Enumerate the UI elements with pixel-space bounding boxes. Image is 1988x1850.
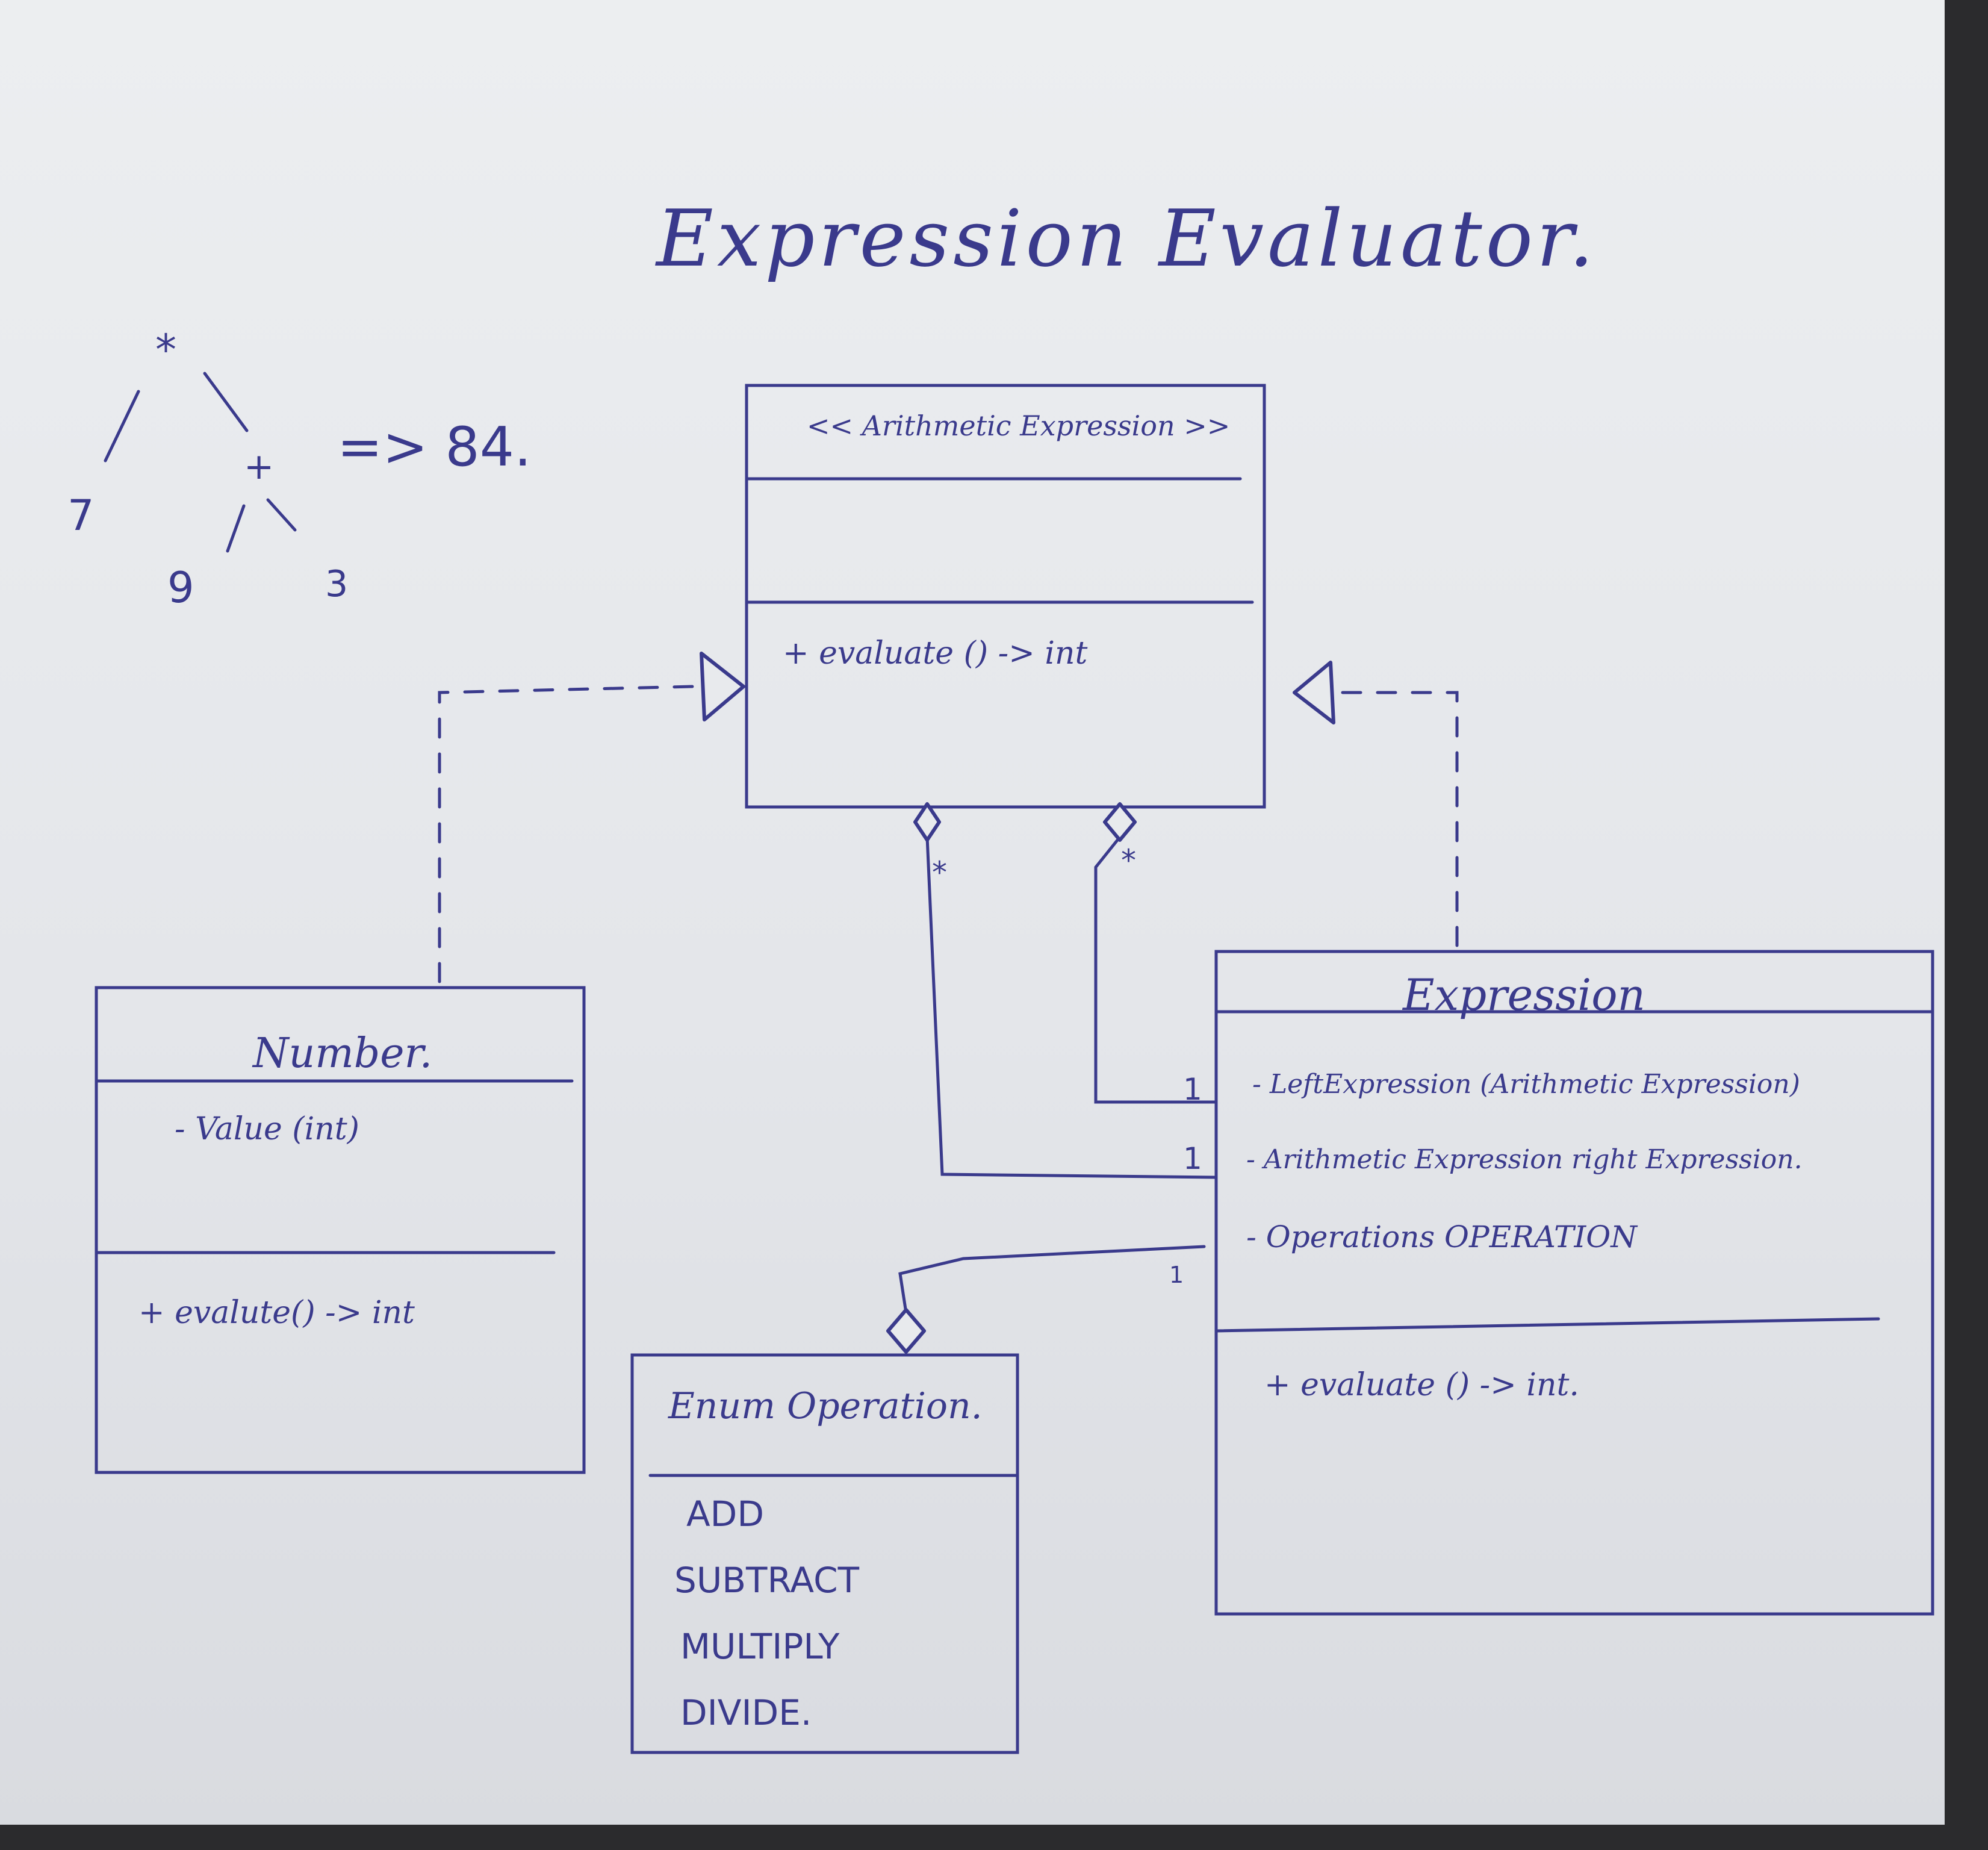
operation-value-divide: DIVIDE. <box>680 1692 812 1733</box>
realization-expression <box>1293 691 1459 947</box>
expression-attribute-left: - LeftExpression (Arithmetic Expression) <box>1252 1069 1800 1100</box>
arithmetic-expression-method: + evaluate () -> int <box>783 635 1088 671</box>
multiplicity-right-star: * <box>1121 843 1136 878</box>
tree-edge-root-right <box>203 372 249 432</box>
operation-box <box>630 1353 1019 1754</box>
number-method: + evalute() -> int <box>138 1295 415 1331</box>
operation-value-multiply: MULTIPLY <box>680 1626 840 1667</box>
aggregation-left-line <box>925 835 1218 1179</box>
tree-leaf-9: 9 <box>167 563 194 612</box>
expression-box <box>1214 950 1934 1616</box>
aggregation-diamond-left <box>913 802 941 842</box>
number-box <box>95 986 586 1474</box>
operation-name: Enum Operation. <box>668 1385 983 1427</box>
aggregation-operation-line <box>898 1245 1206 1315</box>
arithmetic-expression-name: << Arithmetic Expression >> <box>807 410 1231 442</box>
operation-value-add: ADD <box>686 1493 764 1534</box>
multiplicity-left-star: * <box>932 855 947 890</box>
tree-left-7: 7 <box>67 491 95 540</box>
tree-result: => 84. <box>337 416 532 479</box>
multiplicity-right-one: 1 <box>1183 1072 1202 1107</box>
tree-edge-root-left <box>104 390 140 462</box>
tree-leaf-3: 3 <box>325 563 349 605</box>
expression-name: Expression <box>1403 970 1645 1020</box>
operation-value-subtract: SUBTRACT <box>674 1560 860 1601</box>
diagram-title: Expression Evaluator. <box>656 193 1598 284</box>
aggregation-diamond-operation <box>886 1308 926 1354</box>
tree-root: * <box>155 325 176 375</box>
aggregation-right-line <box>1094 835 1218 1104</box>
expression-attribute-operation: - Operations OPERATION <box>1246 1219 1638 1254</box>
arithmetic-expression-box <box>745 384 1266 809</box>
tree-edge-plus-right <box>266 498 297 532</box>
expression-attribute-right: - Arithmetic Expression right Expression… <box>1246 1144 1803 1175</box>
multiplicity-left-one: 1 <box>1183 1141 1202 1176</box>
tree-edge-plus-left <box>226 504 246 553</box>
paper <box>0 0 1945 1825</box>
tree-plus: + <box>244 446 275 488</box>
realization-arrow-right <box>1293 661 1335 724</box>
aggregation-diamond-right <box>1103 802 1137 842</box>
expression-divider-2 <box>1214 1317 1880 1333</box>
expression-method: + evaluate () -> int. <box>1264 1367 1579 1403</box>
number-attribute: - Value (int) <box>175 1111 359 1147</box>
number-name: Number. <box>253 1030 433 1077</box>
multiplicity-operation-one: 1 <box>1169 1262 1184 1288</box>
realization-number <box>438 685 694 983</box>
realization-arrow-left <box>700 652 745 721</box>
